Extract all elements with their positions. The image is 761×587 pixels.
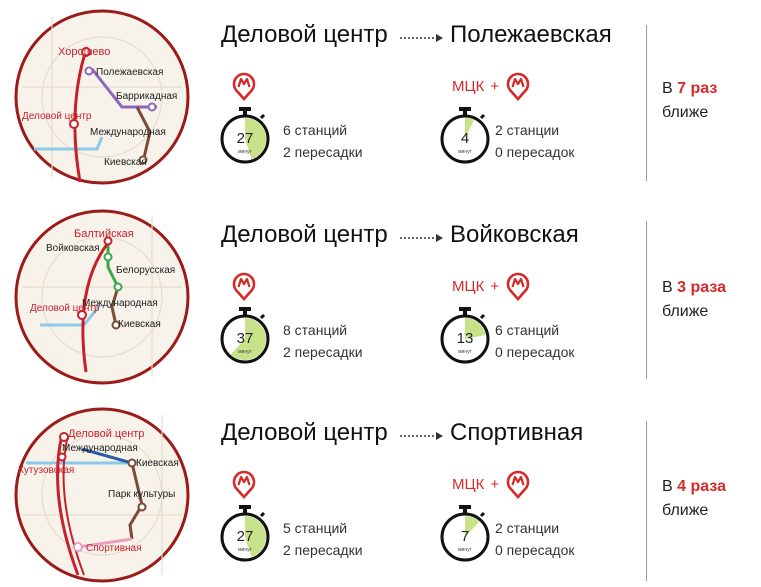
map-label: Баррикадная <box>116 91 177 102</box>
origin-station: Деловой центр <box>221 419 388 446</box>
map-label: Киевская <box>118 319 161 330</box>
minutes-label: минут <box>458 149 472 155</box>
mcc-time: 7 <box>461 528 469 545</box>
closer-prefix: В <box>662 478 673 495</box>
metro-m-pin-icon <box>505 469 531 499</box>
mcc-stations: 6 станций <box>495 322 560 338</box>
closer-number: 4 раза <box>677 478 726 495</box>
mcc-label: МЦК <box>452 77 485 95</box>
map-label: Балтийская <box>74 228 134 240</box>
stopwatch-icon: 13 минут <box>440 307 490 364</box>
metro-m-pin-icon <box>505 71 531 101</box>
origin-station: Деловой центр <box>221 221 388 248</box>
dotted-arrow-icon <box>400 432 443 440</box>
route-row-sportivnaya: Деловой центр Международная Кутузовская … <box>0 405 761 585</box>
stopwatch-icon: 27 минут <box>220 107 270 164</box>
map-label: Международная <box>62 443 138 454</box>
metro-stats: 8 станций 2 пересадки <box>283 319 363 363</box>
plus-sign: + <box>490 475 500 493</box>
metro-stations: 8 станций <box>283 322 348 338</box>
metro-stations: 5 станций <box>283 520 348 536</box>
mcc-stations: 2 станции <box>495 520 560 536</box>
divider <box>646 25 647 181</box>
divider <box>646 421 647 581</box>
closer-prefix: В <box>662 279 673 296</box>
stopwatch-icon: 37 минут <box>220 307 270 364</box>
minutes-label: минут <box>238 547 252 553</box>
metro-time: 27 <box>237 528 254 545</box>
map-label: Международная <box>82 298 158 309</box>
divider <box>646 221 647 379</box>
stopwatch-icon: 4 минут <box>440 107 490 164</box>
metro-m-pin-icon <box>231 271 257 301</box>
stopwatch-icon: 7 минут <box>440 505 490 562</box>
closer-number: 3 раза <box>677 279 726 296</box>
stopwatch-icon: 27 минут <box>220 505 270 562</box>
route-row-voykovskaya: Балтийская Войковская Белорусская Делово… <box>0 207 761 387</box>
mcc-transfers: 0 пересадок <box>495 144 575 160</box>
closer-note: В 3 раза ближе <box>662 276 726 324</box>
map-label: Войковская <box>46 243 100 254</box>
map-label: Парк культуры <box>108 489 175 500</box>
map-label: Киевская <box>136 458 179 469</box>
metro-m-pin-icon <box>231 469 257 499</box>
closer-prefix: В <box>662 80 673 97</box>
mcc-transfers: 0 пересадок <box>495 542 575 558</box>
minutes-label: минут <box>458 349 472 355</box>
closer-suffix: ближе <box>662 104 709 121</box>
metro-transfers: 2 пересадки <box>283 344 363 360</box>
dotted-arrow-icon <box>400 34 443 42</box>
plus-sign: + <box>490 277 500 295</box>
map-label: Кутузовская <box>18 465 74 476</box>
route-map-2: Балтийская Войковская Белорусская Делово… <box>14 209 190 385</box>
plus-sign: + <box>490 77 500 95</box>
closer-note: В 7 раз ближе <box>662 77 717 125</box>
map-label: Деловой центр <box>68 428 144 440</box>
route-map-1: Хорошево Полежаевская Баррикадная Делово… <box>14 9 190 185</box>
minutes-label: минут <box>458 547 472 553</box>
closer-suffix: ближе <box>662 502 709 519</box>
mcc-stations: 2 станции <box>495 122 560 138</box>
map-label: Спортивная <box>86 543 142 554</box>
origin-station: Деловой центр <box>221 21 388 48</box>
metro-time: 27 <box>237 130 254 147</box>
map-label: Деловой центр <box>22 111 92 122</box>
metro-stations: 6 станций <box>283 122 348 138</box>
mcc-time: 4 <box>461 130 469 147</box>
mcc-label: МЦК <box>452 475 485 493</box>
mcc-plus-metro: МЦК + <box>452 71 531 101</box>
route-row-polezhaevskaya: Хорошево Полежаевская Баррикадная Делово… <box>0 7 761 187</box>
destination-station: Войковская <box>450 221 579 248</box>
map-label: Белорусская <box>116 265 175 276</box>
mcc-plus-metro: МЦК + <box>452 271 531 301</box>
metro-stats: 5 станций 2 пересадки <box>283 517 363 561</box>
metro-m-pin-icon <box>231 71 257 101</box>
destination-station: Спортивная <box>450 419 584 446</box>
mcc-plus-metro: МЦК + <box>452 469 531 499</box>
mcc-stats: 2 станции 0 пересадок <box>495 517 574 561</box>
closer-note: В 4 раза ближе <box>662 475 726 523</box>
metro-transfers: 2 пересадки <box>283 542 363 558</box>
metro-transfers: 2 пересадки <box>283 144 363 160</box>
minutes-label: минут <box>238 349 252 355</box>
mcc-transfers: 0 пересадок <box>495 344 575 360</box>
route-map-3: Деловой центр Международная Кутузовская … <box>14 407 190 583</box>
map-label: Международная <box>90 127 166 138</box>
map-label: Хорошево <box>58 46 110 58</box>
metro-m-pin-icon <box>505 271 531 301</box>
mcc-time: 13 <box>457 330 474 347</box>
dotted-arrow-icon <box>400 234 443 242</box>
map-label: Деловой центр <box>30 303 100 314</box>
closer-suffix: ближе <box>662 303 709 320</box>
mcc-stats: 6 станций 0 пересадок <box>495 319 574 363</box>
map-label: Полежаевская <box>96 67 163 78</box>
closer-number: 7 раз <box>677 80 718 97</box>
metro-time: 37 <box>237 330 254 347</box>
minutes-label: минут <box>238 149 252 155</box>
mcc-label: МЦК <box>452 277 485 295</box>
map-label: Киевская <box>104 157 147 168</box>
destination-station: Полежаевская <box>450 21 612 48</box>
metro-stats: 6 станций 2 пересадки <box>283 119 363 163</box>
mcc-stats: 2 станции 0 пересадок <box>495 119 574 163</box>
